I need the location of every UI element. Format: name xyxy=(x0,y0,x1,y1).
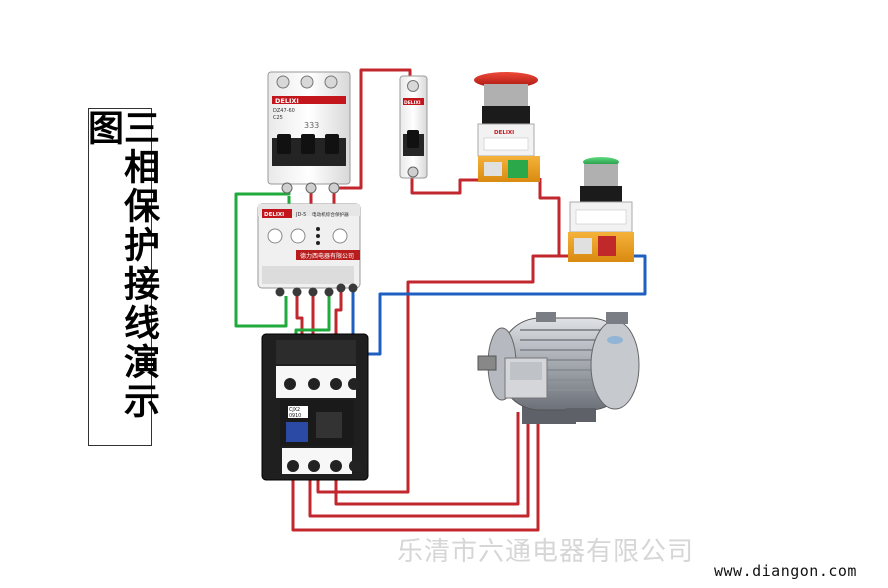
website-url: www.diangon.com xyxy=(714,562,857,580)
breaker-3p-brand: DELIXI xyxy=(275,97,299,105)
breaker-3p-model1: DZ47-60 xyxy=(273,108,295,114)
watermark-text: 乐清市六通电器有限公司 xyxy=(397,537,695,567)
single-pole-breaker-icon: DELIXI xyxy=(399,75,428,179)
title-box: 三相保护接线演示图 xyxy=(82,108,159,446)
protector-maker: 德力西电器有限公司 xyxy=(300,252,354,260)
stop-button-brand: DELIXI xyxy=(494,130,514,136)
blue-wire xyxy=(359,254,647,356)
motor-icon xyxy=(477,312,640,424)
red-wire xyxy=(410,178,488,195)
protector-brand: DELIXI xyxy=(264,212,284,218)
stop-button-icon: DELIXI xyxy=(474,72,540,182)
breaker-1p-brand: DELIXI xyxy=(404,100,421,106)
protector-name: 电动机综合保护器 xyxy=(312,211,349,218)
red-wire xyxy=(336,68,412,190)
red-wire xyxy=(334,412,520,506)
breaker-3p-numbers: 333 xyxy=(304,121,319,130)
red-wire xyxy=(308,412,530,518)
motor-protector-icon: DELIXI JD-5 电动机综合保护器 德力西电器有限公司 xyxy=(257,203,361,297)
red-wire xyxy=(291,412,540,532)
ac-contactor-icon: CJX2 0910 xyxy=(261,333,369,481)
protector-model: JD-5 xyxy=(295,212,306,218)
three-pole-breaker-icon: DELIXI DZ47-60 C25 333 xyxy=(267,71,351,194)
contactor-model1: CJX2 xyxy=(289,407,300,413)
start-button-icon xyxy=(568,157,634,262)
contactor-model2: 0910 xyxy=(289,413,301,419)
red-wire xyxy=(316,254,573,494)
diagram-title: 三相保护接线演示图 xyxy=(82,109,159,421)
breaker-3p-model2: C25 xyxy=(273,115,283,121)
